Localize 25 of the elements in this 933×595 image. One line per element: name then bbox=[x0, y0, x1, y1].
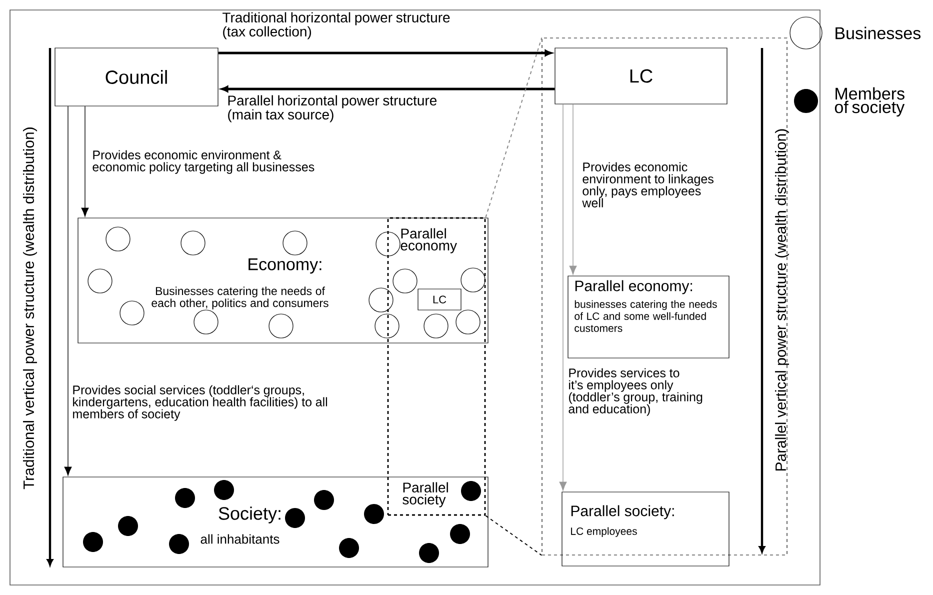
zoom-area bbox=[387, 217, 486, 516]
edge-label: Parallel horizontal power structure (main tax source) bbox=[228, 95, 437, 122]
legend-label: Businesses bbox=[836, 26, 921, 40]
arrow bbox=[81, 106, 89, 217]
lc-box: LC bbox=[418, 288, 462, 310]
arrow bbox=[64, 106, 72, 476]
edge-label: Provides economic environment to linkages only, pays employees well bbox=[582, 162, 714, 208]
economy-box: Parallel economy: businesses catering the needs of LC and some well-funded customers bbox=[568, 276, 730, 358]
edge-label: Traditional horizontal power structure (tax collection) bbox=[222, 12, 450, 40]
arrow bbox=[569, 104, 577, 275]
edge-label: Provides economic environment & economic policy targeting all businesses bbox=[92, 150, 314, 174]
legend-label: Members of society bbox=[834, 87, 905, 117]
edge-label: Provides social services (toddler‘s groups, kindergartens, education health facilities) to all members of society bbox=[73, 385, 328, 421]
zoom-frame bbox=[542, 38, 788, 556]
council-box: Council bbox=[54, 48, 218, 106]
arrow bbox=[221, 86, 555, 92]
arrow bbox=[218, 50, 552, 56]
arrow bbox=[559, 104, 567, 491]
society-box: Parallel society: LC employees bbox=[562, 492, 730, 566]
text-label: Parallel vertical power structure (wealth distribution) bbox=[775, 129, 789, 471]
text-label: Parallel society bbox=[402, 482, 448, 508]
text-label: Parallel economy bbox=[400, 228, 457, 254]
lc-box: LC bbox=[554, 48, 728, 104]
text-label: Traditional vertical power structure (wealth distribution) bbox=[23, 128, 37, 490]
edge-label: Provides services to it’s employees only (toddler’s group, training and education) bbox=[568, 368, 702, 416]
